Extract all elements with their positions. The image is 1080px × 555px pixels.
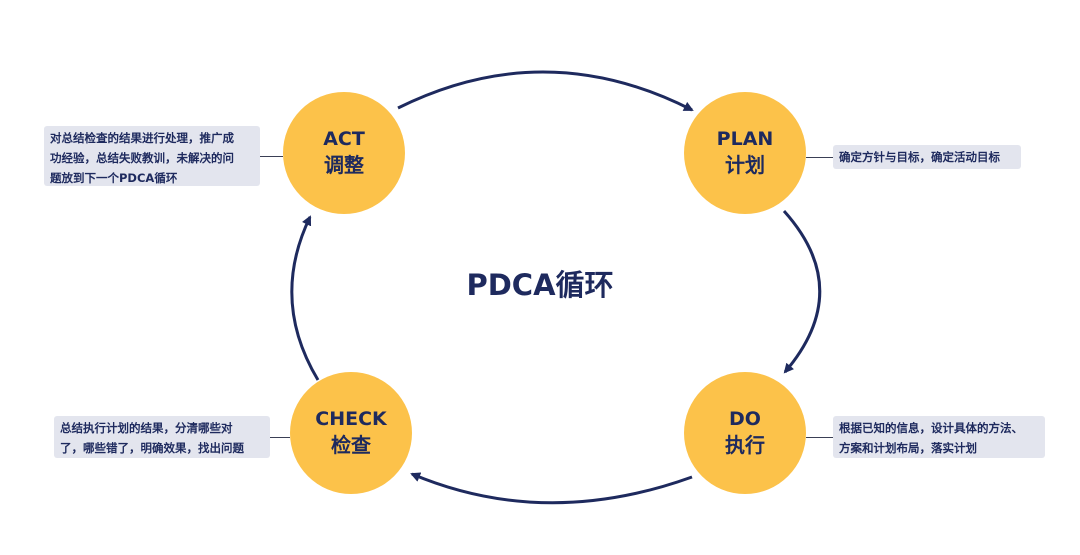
node-check: CHECK 检查	[290, 372, 412, 494]
description-check: 总结执行计划的结果，分清哪些对 了，哪些错了，明确效果，找出问题	[54, 416, 270, 458]
description-plan: 确定方针与目标，确定活动目标	[833, 145, 1021, 169]
description-act: 对总结检查的结果进行处理，推广成 功经验，总结失败教训，未解决的问 题放到下一个…	[44, 126, 260, 186]
description-act-line-1: 对总结检查的结果进行处理，推广成	[50, 131, 234, 145]
node-plan: PLAN 计划	[684, 92, 806, 214]
node-plan-zh: 计划	[725, 153, 765, 177]
diagram-title: PDCA循环	[466, 268, 614, 302]
description-do-line-2: 方案和计划布局，落实计划	[839, 441, 977, 455]
description-plan-line-1: 确定方针与目标，确定活动目标	[839, 150, 1000, 164]
connector-act	[260, 156, 283, 157]
connector-plan	[806, 157, 833, 158]
arrow-check-to-act	[290, 215, 320, 381]
description-act-line-3: 题放到下一个PDCA循环	[50, 171, 178, 185]
description-do-line-1: 根据已知的信息，设计具体的方法、	[839, 421, 1023, 435]
node-check-en: CHECK	[315, 408, 387, 430]
description-act-line-2: 功经验，总结失败教训，未解决的问	[50, 151, 234, 165]
arrow-do-to-check	[410, 472, 693, 505]
node-act-zh: 调整	[324, 153, 364, 177]
arrow-plan-to-do	[782, 209, 822, 374]
connector-do	[806, 437, 833, 438]
node-do: DO 执行	[684, 372, 806, 494]
node-plan-en: PLAN	[716, 128, 774, 150]
description-check-line-2: 了，哪些错了，明确效果，找出问题	[60, 441, 244, 455]
arrow-act-to-plan	[397, 70, 694, 112]
node-do-en: DO	[729, 408, 761, 430]
node-act: ACT 调整	[283, 92, 405, 214]
description-do: 根据已知的信息，设计具体的方法、 方案和计划布局，落实计划	[833, 416, 1045, 458]
description-check-line-1: 总结执行计划的结果，分清哪些对	[60, 421, 233, 435]
connector-check	[270, 437, 290, 438]
node-do-zh: 执行	[725, 433, 765, 457]
node-check-zh: 检查	[331, 433, 371, 457]
node-act-en: ACT	[323, 128, 365, 150]
